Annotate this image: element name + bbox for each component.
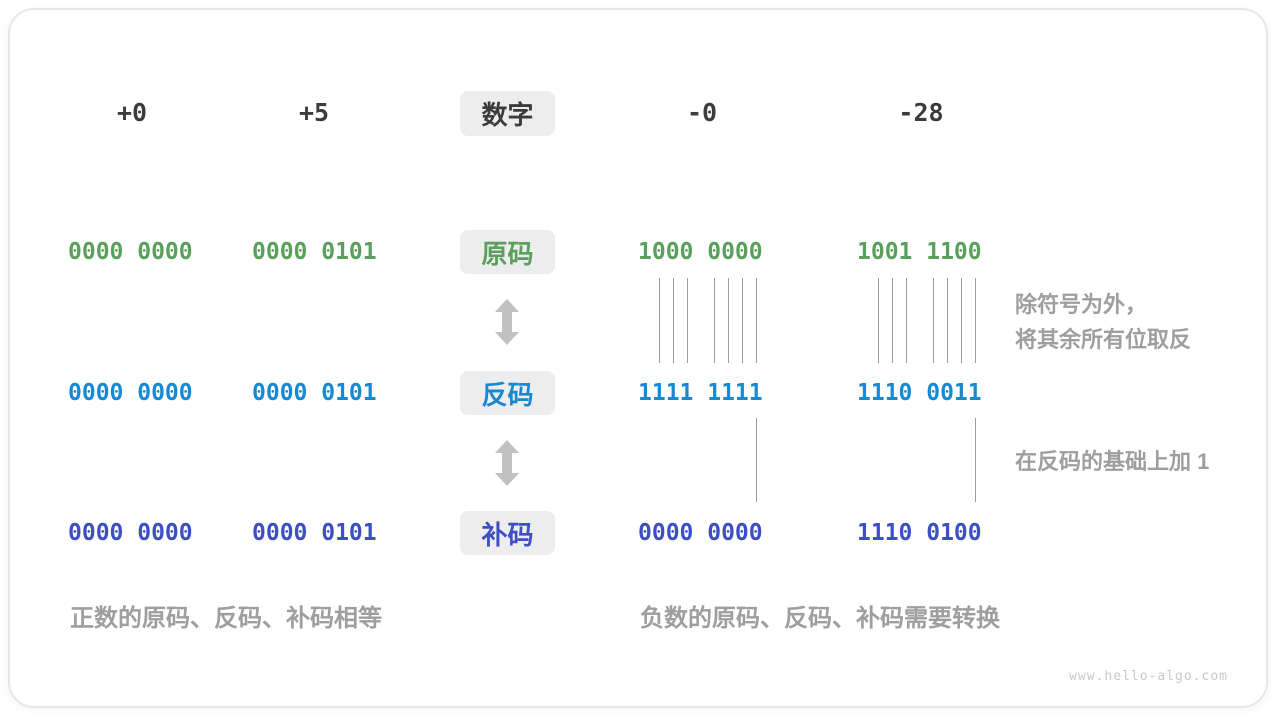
flip-annotation: 除符号为外， 将其余所有位取反 bbox=[1015, 287, 1191, 357]
up-down-arrow-icon bbox=[493, 299, 521, 345]
ones-complement-value-plus5: 0000 0101 bbox=[252, 380, 377, 406]
flip-line bbox=[714, 278, 716, 363]
sign-magnitude-value-minus28: 1001 1100 bbox=[857, 239, 982, 265]
twos-complement-value-minus28: 1110 0100 bbox=[857, 520, 982, 546]
twos-complement-value-plus5: 0000 0101 bbox=[252, 520, 377, 546]
flip-line bbox=[658, 278, 660, 363]
sign-magnitude-value-plus5: 0000 0101 bbox=[252, 239, 377, 265]
negative-numbers-caption: 负数的原码、反码、补码需要转换 bbox=[640, 605, 1000, 632]
add-one-line-minus28 bbox=[857, 418, 985, 502]
bit-flip-lines-minus0 bbox=[638, 278, 766, 363]
diagram-card: +0 +5 数字 -0 -28 0000 0000 0000 0101 原码 1… bbox=[8, 8, 1268, 708]
flip-line bbox=[974, 278, 976, 363]
ones-complement-label: 反码 bbox=[481, 379, 534, 410]
sign-magnitude-label-box: 原码 bbox=[460, 230, 555, 274]
add-one-line bbox=[755, 418, 757, 502]
header-label-text: 数字 bbox=[481, 100, 534, 130]
positive-numbers-caption: 正数的原码、反码、补码相等 bbox=[70, 605, 382, 632]
sign-magnitude-label: 原码 bbox=[481, 238, 534, 269]
header-plus-5: +5 bbox=[298, 98, 330, 127]
header-label-box: 数字 bbox=[460, 91, 555, 136]
up-down-arrow-icon bbox=[493, 440, 521, 486]
twos-complement-label: 补码 bbox=[481, 519, 534, 550]
bit-flip-lines-minus28 bbox=[857, 278, 985, 363]
flip-line bbox=[960, 278, 962, 363]
sign-magnitude-value-minus0: 1000 0000 bbox=[638, 239, 763, 265]
flip-line bbox=[947, 278, 948, 363]
add-one-line-minus0 bbox=[638, 418, 766, 502]
ones-complement-value-minus0: 1111 1111 bbox=[638, 380, 763, 406]
flip-line bbox=[755, 278, 757, 363]
flip-line bbox=[728, 278, 729, 363]
add-one-line bbox=[974, 418, 976, 502]
ones-complement-value-minus28: 1110 0011 bbox=[857, 380, 982, 406]
ones-complement-label-box: 反码 bbox=[460, 371, 555, 415]
header-minus-28: -28 bbox=[898, 98, 944, 127]
twos-complement-value-minus0: 0000 0000 bbox=[638, 520, 763, 546]
flip-line bbox=[905, 278, 907, 363]
site-watermark: www.hello-algo.com bbox=[1069, 669, 1228, 684]
flip-line bbox=[877, 278, 879, 363]
ones-complement-value-plus0: 0000 0000 bbox=[68, 380, 193, 406]
sign-magnitude-value-plus0: 0000 0000 bbox=[68, 239, 193, 265]
header-plus-0: +0 bbox=[116, 98, 148, 127]
flip-annotation-line1: 除符号为外， bbox=[1015, 292, 1148, 317]
flip-line bbox=[891, 278, 893, 363]
header-minus-0: -0 bbox=[686, 98, 718, 127]
flip-line bbox=[686, 278, 688, 363]
flip-line bbox=[933, 278, 935, 363]
flip-line bbox=[672, 278, 674, 363]
flip-line bbox=[741, 278, 743, 363]
twos-complement-label-box: 补码 bbox=[460, 511, 555, 555]
flip-annotation-line2: 将其余所有位取反 bbox=[1015, 327, 1192, 352]
add-one-annotation: 在反码的基础上加 1 bbox=[1015, 449, 1210, 474]
twos-complement-value-plus0: 0000 0000 bbox=[68, 520, 193, 546]
